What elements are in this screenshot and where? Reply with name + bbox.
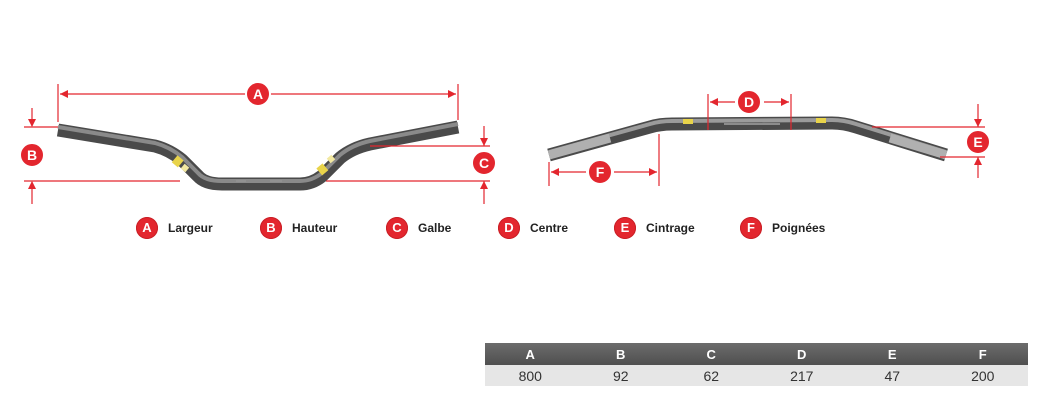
- front-view: [24, 84, 490, 204]
- spec-table-container: A B C D E F 800 92 62 217 47 200: [485, 343, 1028, 386]
- legend-badge: C: [386, 217, 408, 239]
- svg-text:C: C: [479, 155, 489, 171]
- legend-badge: D: [498, 217, 520, 239]
- knurl-mark: [316, 163, 329, 176]
- legend-badge: A: [136, 217, 158, 239]
- badge-d: D: [736, 89, 762, 115]
- badge-f: F: [587, 159, 613, 185]
- svg-text:D: D: [744, 94, 754, 110]
- table-header-row: A B C D E F: [485, 343, 1028, 365]
- svg-text:B: B: [27, 147, 37, 163]
- table-cell: 92: [575, 365, 666, 386]
- legend-item-centre: D Centre: [498, 217, 568, 239]
- column-header: C: [666, 343, 757, 365]
- table-cell: 200: [937, 365, 1028, 386]
- legend-item-poignees: F Poignées: [740, 217, 825, 239]
- table-cell: 47: [847, 365, 938, 386]
- front-handlebar-shape: [56, 120, 460, 191]
- legend-badge: E: [614, 217, 636, 239]
- svg-text:A: A: [253, 86, 263, 102]
- column-header: B: [575, 343, 666, 365]
- top-view: [547, 94, 985, 186]
- legend-label: Hauteur: [292, 221, 338, 235]
- handlebar-diagram: A B C D E F: [19, 81, 991, 204]
- dimension-legend: A Largeur B Hauteur C Galbe D Centre E C…: [0, 217, 1038, 245]
- legend-label: Poignées: [772, 221, 826, 235]
- legend-label: Cintrage: [646, 221, 695, 235]
- grip-right: [888, 133, 948, 160]
- column-header: D: [756, 343, 847, 365]
- column-header: F: [937, 343, 1028, 365]
- knurl-mark: [171, 155, 184, 168]
- legend-label: Largeur: [168, 221, 213, 235]
- dimension-e: [872, 104, 985, 178]
- legend-badge: F: [740, 217, 762, 239]
- legend-item-hauteur: B Hauteur: [260, 217, 337, 239]
- legend-item-cintrage: E Cintrage: [614, 217, 695, 239]
- dimension-b: [24, 108, 180, 204]
- grip-left: [547, 133, 612, 160]
- table-cell: 800: [485, 365, 576, 386]
- dimension-c: [326, 126, 490, 204]
- column-header: A: [485, 343, 576, 365]
- dimension-f: [548, 134, 660, 186]
- legend-label: Galbe: [418, 221, 452, 235]
- column-header: E: [847, 343, 938, 365]
- legend-label: Centre: [530, 221, 569, 235]
- legend-badge: B: [260, 217, 282, 239]
- legend-item-galbe: C Galbe: [386, 217, 451, 239]
- table-cell: 217: [756, 365, 847, 386]
- badge-a: A: [245, 81, 271, 107]
- dimension-d: [707, 94, 792, 130]
- badge-c: C: [471, 150, 497, 176]
- spec-table: A B C D E F 800 92 62 217 47 200: [485, 343, 1028, 386]
- dimension-a: [57, 84, 459, 122]
- legend-item-largeur: A Largeur: [136, 217, 213, 239]
- table-row: 800 92 62 217 47 200: [485, 365, 1028, 386]
- svg-text:E: E: [973, 134, 982, 150]
- badge-b: B: [19, 142, 45, 168]
- table-cell: 62: [666, 365, 757, 386]
- svg-text:F: F: [596, 164, 605, 180]
- badge-e: E: [965, 129, 991, 155]
